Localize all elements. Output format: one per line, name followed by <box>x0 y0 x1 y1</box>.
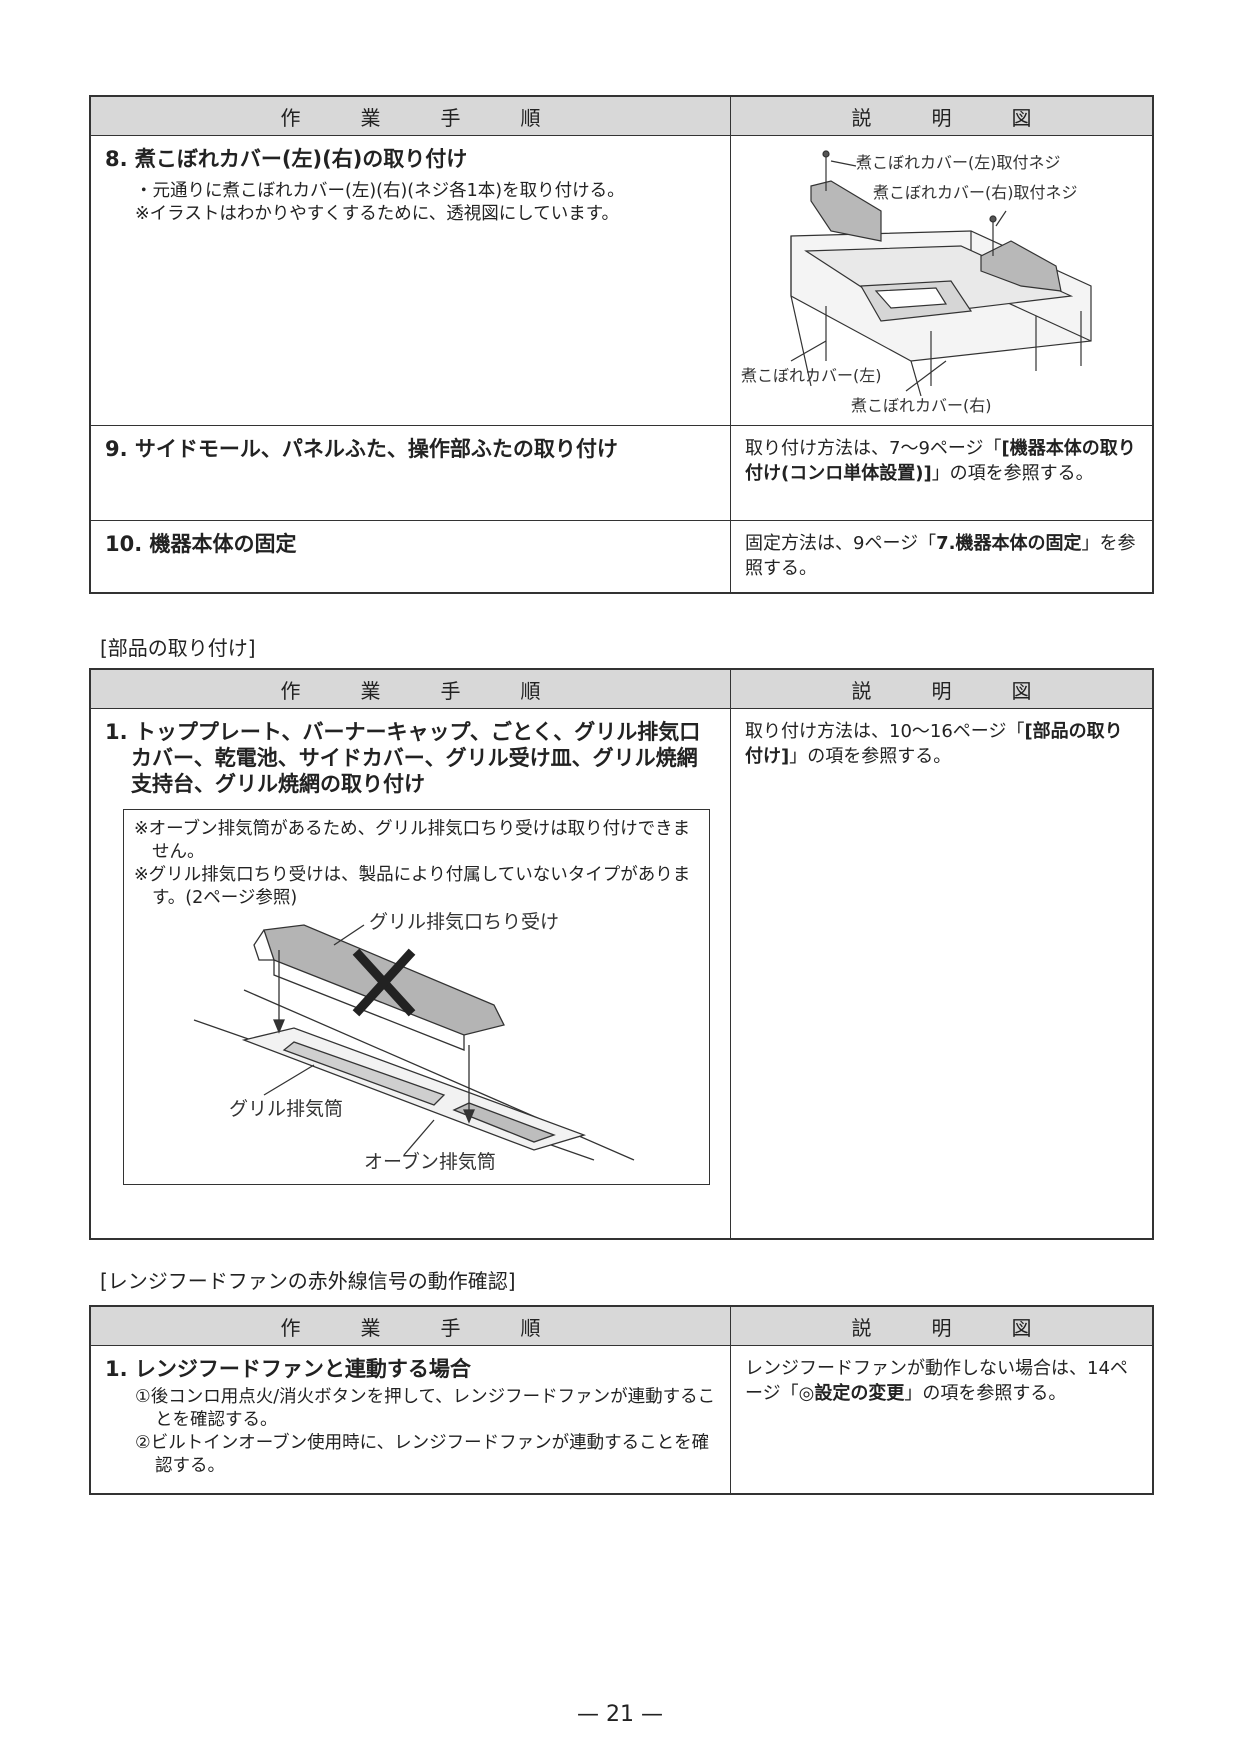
note-dust-catcher: ※グリル排気口ちり受けは、製品により付属していないタイプがあります。(2ページ参… <box>134 865 691 908</box>
step8-line1: ・元通りに煮こぼれカバー(左)(右)(ネジ各1本)を取り付ける。 <box>135 181 625 201</box>
hood-desc-a: レンジフードファンが動作しない場合は、14ページ「 <box>745 1358 1128 1404</box>
parts-step1-title: 1. トッププレート、バーナーキャップ、ごとく、グリル排気口カバー、乾電池、サイ… <box>105 720 701 796</box>
parts-desc-bold: [部品の取り付け] <box>745 721 1123 767</box>
label-right-screw: 煮こぼれカバー(右)取付ネジ <box>873 183 1078 202</box>
step10-desc-c: 」を参照する。 <box>745 533 1136 579</box>
parts-desc-c: 」の項を参照する。 <box>789 746 952 767</box>
table-row-hood-step1: 1. レンジフードファンと連動する場合 ①後コンロ用点火/消火ボタンを押して、レ… <box>91 1345 1152 1493</box>
header-char: 手 <box>440 1315 461 1340</box>
table-row-parts-step1: 1. トッププレート、バーナーキャップ、ごとく、グリル排気口カバー、乾電池、サイ… <box>91 708 1152 1238</box>
header-char: 業 <box>360 678 381 703</box>
step9-description: 取り付け方法は、7〜9ページ「[機器本体の取り付け(コンロ単体設置)]」の項を参… <box>731 426 1152 520</box>
step9-desc-c: 」の項を参照する。 <box>931 463 1094 484</box>
table-header: 作 業 手 順 説 明 図 <box>91 670 1152 708</box>
header-procedure: 作 業 手 順 <box>91 670 731 708</box>
step9-desc-bold: [機器本体の取り付け(コンロ単体設置)] <box>745 438 1136 484</box>
step10-desc-bold: 7.機器本体の固定 <box>936 533 1082 554</box>
table-row-step8: 8. 煮こぼれカバー(左)(右)の取り付け ・元通りに煮こぼれカバー(左)(右)… <box>91 135 1152 425</box>
header-char: 作 <box>280 678 301 703</box>
header-char: 説 <box>851 1315 872 1340</box>
page-number: — 21 — <box>577 1702 663 1727</box>
table-range-hood-check: 作 業 手 順 説 明 図 1. レンジフードファンと連動する場合 ①後コンロ用… <box>89 1305 1154 1495</box>
cover-installation-diagram: 煮こぼれカバー(左)取付ネジ 煮こぼれカバー(右)取付ネジ 煮こぼれカバー(左)… <box>741 150 1092 415</box>
header-procedure: 作 業 手 順 <box>91 97 731 135</box>
parts-step1-description: 取り付け方法は、10〜16ページ「[部品の取り付け]」の項を参照する。 <box>731 709 1152 1238</box>
parts-desc-a: 取り付け方法は、10〜16ページ「 <box>745 721 1025 742</box>
header-char: 説 <box>851 678 872 703</box>
header-char: 手 <box>440 678 461 703</box>
grill-exhaust-diagram: グリル排気口ちり受け グリル排気筒 オーブン排気筒 <box>193 911 635 1173</box>
step8-figure: 煮こぼれカバー(左)取付ネジ 煮こぼれカバー(右)取付ネジ 煮こぼれカバー(左)… <box>731 136 1152 425</box>
header-char: 図 <box>1011 105 1032 130</box>
hood-step1-procedure: 1. レンジフードファンと連動する場合 ①後コンロ用点火/消火ボタンを押して、レ… <box>91 1346 731 1493</box>
step8-title: 8. 煮こぼれカバー(左)(右)の取り付け <box>105 147 468 171</box>
hood-step1-description: レンジフードファンが動作しない場合は、14ページ「◎設定の変更」の項を参照する。 <box>731 1346 1152 1493</box>
header-char: 図 <box>1011 1315 1032 1340</box>
table-header: 作 業 手 順 説 明 図 <box>91 97 1152 135</box>
step8-procedure: 8. 煮こぼれカバー(左)(右)の取り付け ・元通りに煮こぼれカバー(左)(右)… <box>91 136 731 425</box>
step9-desc-a: 取り付け方法は、7〜9ページ「 <box>745 438 1002 459</box>
label-grill-exhaust: グリル排気筒 <box>229 1098 343 1120</box>
header-char: 順 <box>520 678 541 703</box>
table-row-step10: 10. 機器本体の固定 固定方法は、9ページ「7.機器本体の固定」を参照する。 <box>91 520 1152 592</box>
hood-desc-bold: ◎設定の変更 <box>798 1383 905 1404</box>
step10-desc-a: 固定方法は、9ページ「 <box>745 533 937 554</box>
hood-step1-line1: ①後コンロ用点火/消火ボタンを押して、レンジフードファンが連動することを確認する… <box>135 1387 716 1430</box>
header-char: 図 <box>1011 678 1032 703</box>
label-left-cover: 煮こぼれカバー(左) <box>741 366 882 385</box>
table-steps-8-10: 作 業 手 順 説 明 図 8. 煮こぼれカバー(左)(右)の取り付け ・元通り… <box>89 95 1154 594</box>
step10-description: 固定方法は、9ページ「7.機器本体の固定」を参照する。 <box>731 521 1152 592</box>
note-oven-exhaust: ※オーブン排気筒があるため、グリル排気口ちり受けは取り付けできません。 <box>134 819 691 862</box>
section-title-parts: [部品の取り付け] <box>100 636 256 660</box>
parts-step1-procedure: 1. トッププレート、バーナーキャップ、ごとく、グリル排気口カバー、乾電池、サイ… <box>91 709 731 1238</box>
header-char: 説 <box>851 105 872 130</box>
hood-desc-c: 」の項を参照する。 <box>904 1383 1067 1404</box>
note-box: ※オーブン排気筒があるため、グリル排気口ちり受けは取り付けできません。 ※グリル… <box>123 809 710 1185</box>
header-char: 明 <box>931 678 952 703</box>
header-explanation: 説 明 図 <box>731 670 1152 708</box>
table-row-step9: 9. サイドモール、パネルふた、操作部ふたの取り付け 取り付け方法は、7〜9ペー… <box>91 425 1152 520</box>
header-char: 作 <box>280 105 301 130</box>
header-char: 業 <box>360 1315 381 1340</box>
header-char: 順 <box>520 1315 541 1340</box>
header-explanation: 説 明 図 <box>731 1307 1152 1345</box>
header-procedure: 作 業 手 順 <box>91 1307 731 1345</box>
header-char: 順 <box>520 105 541 130</box>
hood-step1-line2: ②ビルトインオーブン使用時に、レンジフードファンが連動することを確認する。 <box>135 1433 710 1476</box>
label-dust-catcher: グリル排気口ちり受け <box>369 911 559 933</box>
label-left-screw: 煮こぼれカバー(左)取付ネジ <box>856 153 1061 172</box>
label-right-cover: 煮こぼれカバー(右) <box>851 396 992 415</box>
step10-procedure: 10. 機器本体の固定 <box>91 521 731 592</box>
section-title-range-hood: [レンジフードファンの赤外線信号の動作確認] <box>100 1269 516 1293</box>
step9-procedure: 9. サイドモール、パネルふた、操作部ふたの取り付け <box>91 426 731 520</box>
hood-step1-title: 1. レンジフードファンと連動する場合 <box>105 1357 471 1381</box>
header-char: 明 <box>931 105 952 130</box>
header-char: 業 <box>360 105 381 130</box>
label-oven-exhaust: オーブン排気筒 <box>364 1150 496 1170</box>
header-explanation: 説 明 図 <box>731 97 1152 135</box>
table-header: 作 業 手 順 説 明 図 <box>91 1307 1152 1345</box>
step9-title: 9. サイドモール、パネルふた、操作部ふたの取り付け <box>105 437 618 461</box>
header-char: 作 <box>280 1315 301 1340</box>
step10-title: 10. 機器本体の固定 <box>105 532 297 556</box>
header-char: 明 <box>931 1315 952 1340</box>
table-parts-install: 作 業 手 順 説 明 図 1. トッププレート、バーナーキャップ、ごとく、グリ… <box>89 668 1154 1240</box>
header-char: 手 <box>440 105 461 130</box>
step8-line2: ※イラストはわかりやすくするために、透視図にしています。 <box>135 204 620 224</box>
